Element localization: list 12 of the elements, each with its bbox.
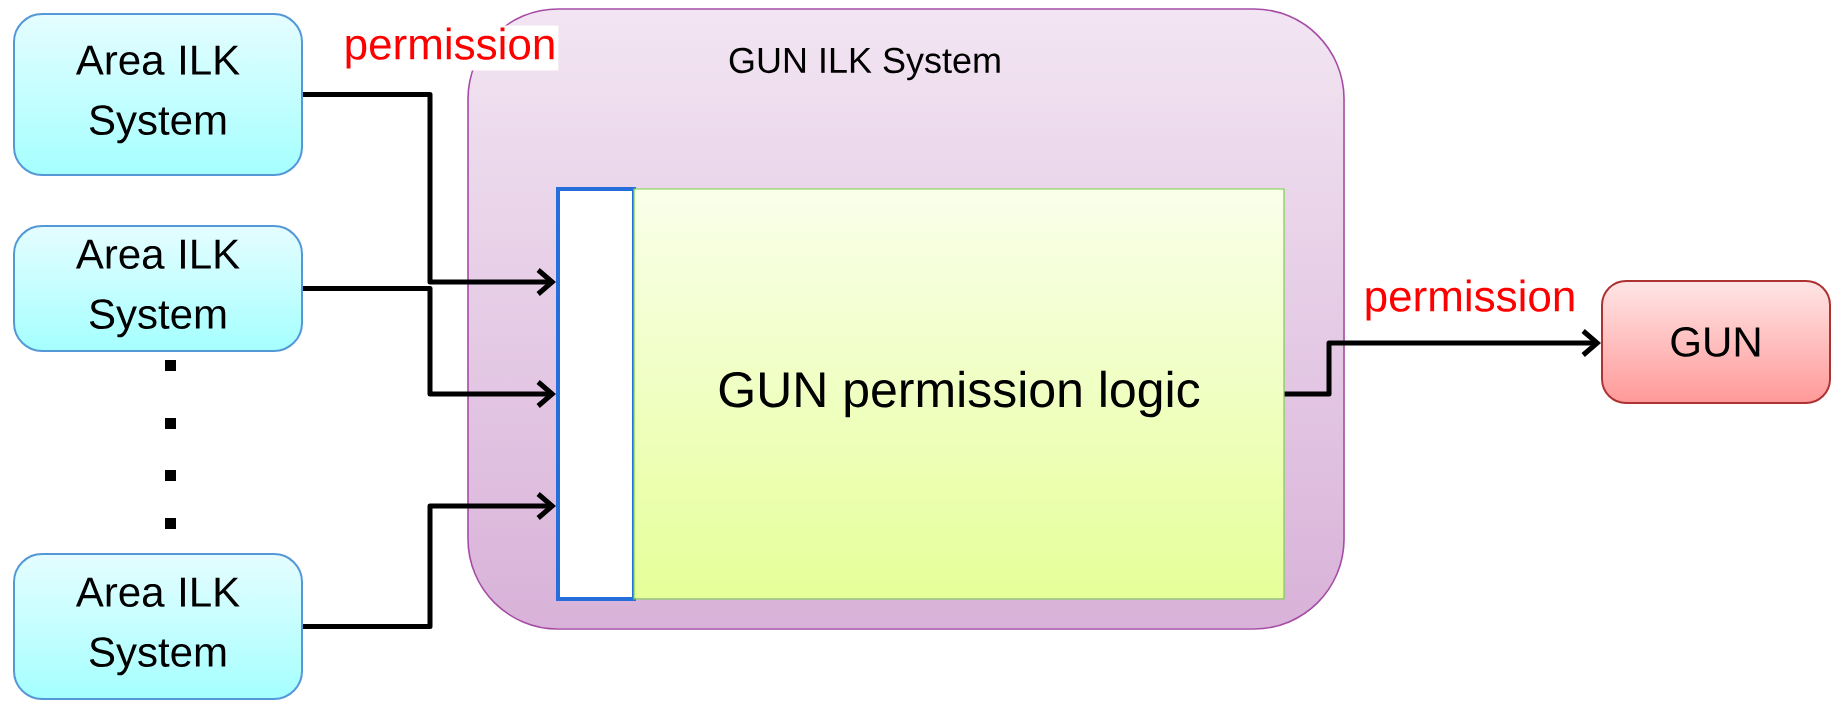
arrow bbox=[303, 492, 556, 629]
gun-box: GUN bbox=[1601, 280, 1831, 404]
system-box: Area ILK System bbox=[13, 225, 303, 352]
system-box: Area ILK System bbox=[13, 13, 303, 176]
input-bar bbox=[556, 187, 636, 601]
system-box: Area ILK System bbox=[13, 553, 303, 700]
arrow bbox=[303, 286, 556, 408]
arrow bbox=[303, 92, 556, 296]
edge-label: permission bbox=[341, 25, 559, 71]
arrow bbox=[1284, 329, 1601, 397]
edge-label: permission bbox=[1361, 277, 1579, 323]
logic-box: GUN permission logic bbox=[633, 188, 1285, 600]
